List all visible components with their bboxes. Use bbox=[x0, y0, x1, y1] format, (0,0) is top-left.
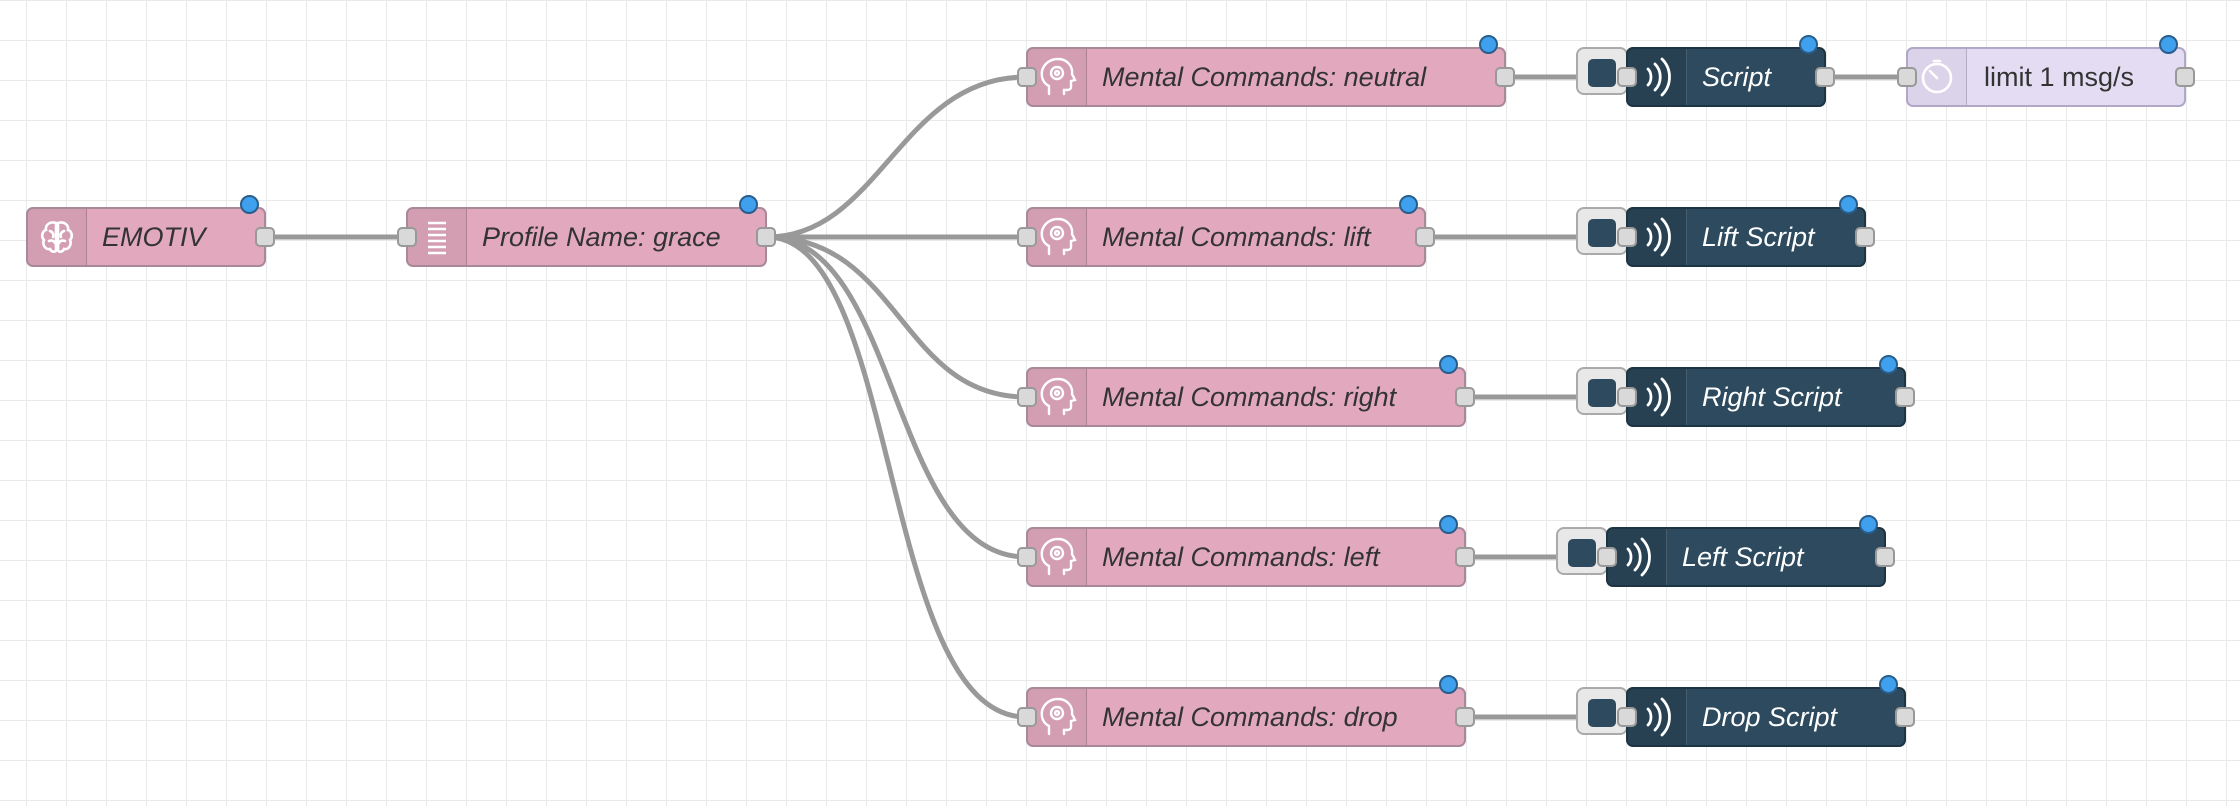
broadcast-icon bbox=[1608, 529, 1667, 585]
lift-script-node[interactable]: Lift Script bbox=[1617, 195, 1875, 267]
output-port[interactable] bbox=[756, 227, 776, 247]
status-indicator bbox=[1859, 515, 1878, 534]
input-port[interactable] bbox=[1017, 547, 1037, 567]
left-script-label: Left Script bbox=[1682, 542, 1804, 572]
status-indicator bbox=[1439, 355, 1458, 374]
head-gear-icon bbox=[1028, 209, 1087, 265]
mental-commands-drop-label: Mental Commands: drop bbox=[1102, 702, 1398, 732]
input-port[interactable] bbox=[1617, 67, 1637, 87]
head-gear-icon bbox=[1028, 49, 1087, 105]
status-indicator bbox=[739, 195, 758, 214]
right-script-node[interactable]: Right Script bbox=[1617, 355, 1915, 427]
wire-profile-left bbox=[764, 234, 1029, 560]
profile-node[interactable]: Profile Name: grace bbox=[397, 195, 776, 267]
status-indicator bbox=[1479, 35, 1498, 54]
head-gear-icon bbox=[1028, 369, 1087, 425]
mental-commands-left-node[interactable]: Mental Commands: left bbox=[1017, 515, 1475, 587]
wire-profile-drop bbox=[764, 234, 1029, 720]
broadcast-icon bbox=[1628, 209, 1687, 265]
list-lines-icon bbox=[408, 209, 467, 265]
output-port[interactable] bbox=[1455, 547, 1475, 567]
output-port[interactable] bbox=[1455, 387, 1475, 407]
input-port[interactable] bbox=[1017, 67, 1037, 87]
emotiv-label: EMOTIV bbox=[102, 222, 206, 252]
output-port[interactable] bbox=[1455, 707, 1475, 727]
status-indicator bbox=[1399, 195, 1418, 214]
mental-commands-neutral-node[interactable]: Mental Commands: neutral bbox=[1017, 35, 1515, 107]
broadcast-icon bbox=[1628, 689, 1687, 745]
input-port[interactable] bbox=[1617, 227, 1637, 247]
output-port[interactable] bbox=[1495, 67, 1515, 87]
status-indicator bbox=[1439, 515, 1458, 534]
timer-icon bbox=[1908, 49, 1967, 105]
input-port[interactable] bbox=[1597, 547, 1617, 567]
lift-script-label: Lift Script bbox=[1702, 222, 1815, 252]
input-port[interactable] bbox=[1017, 387, 1037, 407]
left-script-node[interactable]: Left Script bbox=[1597, 515, 1895, 587]
broadcast-icon bbox=[1628, 369, 1687, 425]
wire-profile-neutral bbox=[764, 74, 1029, 240]
status-indicator bbox=[2159, 35, 2178, 54]
head-gear-icon bbox=[1028, 689, 1087, 745]
input-port[interactable] bbox=[1617, 707, 1637, 727]
emotiv-node[interactable]: EMOTIV bbox=[26, 195, 275, 267]
input-port[interactable] bbox=[397, 227, 417, 247]
output-port[interactable] bbox=[1895, 387, 1915, 407]
output-port[interactable] bbox=[1895, 707, 1915, 727]
limit-label: limit 1 msg/s bbox=[1984, 62, 2135, 92]
brain-icon bbox=[28, 209, 87, 265]
inject-button[interactable] bbox=[1576, 367, 1628, 415]
drop-script-label: Drop Script bbox=[1702, 702, 1838, 732]
mental-commands-drop-node[interactable]: Mental Commands: drop bbox=[1017, 675, 1475, 747]
output-port[interactable] bbox=[1855, 227, 1875, 247]
script-label: Script bbox=[1702, 62, 1772, 92]
mental-commands-left-label: Mental Commands: left bbox=[1102, 542, 1380, 572]
input-port[interactable] bbox=[1897, 67, 1917, 87]
input-port[interactable] bbox=[1017, 227, 1037, 247]
status-indicator bbox=[1879, 675, 1898, 694]
wire-profile-right bbox=[764, 234, 1029, 400]
status-indicator bbox=[1799, 35, 1818, 54]
status-indicator bbox=[1879, 355, 1898, 374]
output-port[interactable] bbox=[2175, 67, 2195, 87]
input-port[interactable] bbox=[1017, 707, 1037, 727]
output-port[interactable] bbox=[1815, 67, 1835, 87]
inject-button[interactable] bbox=[1556, 527, 1608, 575]
mental-commands-neutral-label: Mental Commands: neutral bbox=[1102, 62, 1427, 92]
status-indicator bbox=[240, 195, 259, 214]
status-indicator bbox=[1439, 675, 1458, 694]
mental-commands-right-label: Mental Commands: right bbox=[1102, 382, 1397, 412]
input-port[interactable] bbox=[1617, 387, 1637, 407]
output-port[interactable] bbox=[1875, 547, 1895, 567]
right-script-label: Right Script bbox=[1702, 382, 1842, 412]
mental-commands-lift-node[interactable]: Mental Commands: lift bbox=[1017, 195, 1435, 267]
drop-script-node[interactable]: Drop Script bbox=[1617, 675, 1915, 747]
mental-commands-lift-label: Mental Commands: lift bbox=[1102, 222, 1371, 252]
mental-commands-right-node[interactable]: Mental Commands: right bbox=[1017, 355, 1475, 427]
limit-node[interactable]: limit 1 msg/s bbox=[1897, 35, 2195, 107]
broadcast-icon bbox=[1628, 49, 1687, 105]
output-port[interactable] bbox=[1415, 227, 1435, 247]
status-indicator bbox=[1839, 195, 1858, 214]
script-node[interactable]: Script bbox=[1617, 35, 1835, 107]
output-port[interactable] bbox=[255, 227, 275, 247]
profile-label: Profile Name: grace bbox=[482, 222, 721, 252]
head-gear-icon bbox=[1028, 529, 1087, 585]
